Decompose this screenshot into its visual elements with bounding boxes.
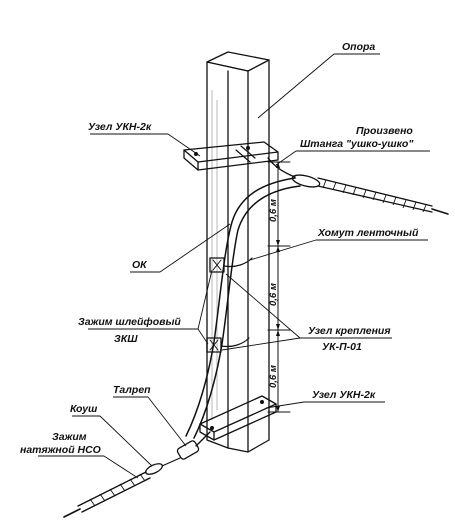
label-zazhim: Зажим (52, 431, 87, 443)
lower-cable-clamp (206, 337, 250, 353)
label-uzel-ukn-top: Узел УКН-2к (88, 121, 152, 133)
dimension-0-6m-3: 0,6 м (268, 365, 279, 388)
top-ukn-bracket (183, 141, 279, 171)
dimension-line (267, 161, 291, 413)
label-natyazhnoy-nso: натяжной НСО (20, 444, 101, 456)
bottom-ukn-bracket (199, 395, 277, 441)
dimension-0-6m-1: 0,6 м (268, 199, 279, 222)
label-zksh: ЗКШ (114, 333, 138, 345)
dimension-0-6m-2: 0,6 м (268, 283, 279, 306)
top-strain-assembly (267, 157, 449, 215)
label-koush: Коуш (70, 403, 98, 415)
optical-cable-loop (185, 177, 301, 439)
label-zazhim-shleif: Зажим шлейфовый (78, 316, 181, 328)
label-talrep: Талреп (113, 384, 151, 396)
leader-lines (38, 53, 430, 479)
label-ok: ОК (132, 259, 148, 271)
label-proizvedeno: Произвено (356, 125, 413, 137)
label-homut: Хомут ленточный (317, 227, 419, 239)
label-opora: Опора (342, 41, 375, 53)
label-shtanga: Штанга "ушко-ушко" (300, 138, 414, 150)
label-uzel-krepleniya: Узел крепления (308, 325, 391, 337)
label-uk-p-01: УК-П-01 (322, 341, 362, 353)
pole (206, 51, 270, 453)
label-uzel-ukn-bottom: Узел УКН-2к (312, 389, 376, 401)
